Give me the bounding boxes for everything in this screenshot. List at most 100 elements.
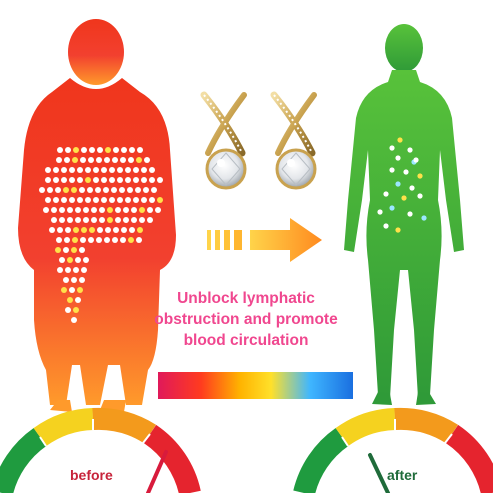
fat-cell-dot — [83, 217, 89, 223]
before-gauge — [0, 407, 201, 496]
fat-cell-dot — [136, 157, 142, 163]
after-gauge-label: after — [387, 467, 418, 483]
fat-cell-dot — [75, 217, 81, 223]
fat-cell-dot — [155, 207, 161, 213]
fat-cell-dot — [69, 287, 75, 293]
fat-cell-dot — [133, 197, 139, 203]
fat-cell-dot — [45, 197, 51, 203]
fat-cell-dot — [119, 187, 125, 193]
fat-cell-dot — [149, 197, 155, 203]
fat-cell-dot — [147, 217, 153, 223]
cleansed-cell-dot — [389, 167, 395, 173]
fat-cell-dot — [93, 197, 99, 203]
cleansed-cell-dot — [417, 193, 423, 199]
fat-cell-dot — [65, 147, 71, 153]
fat-cell-dot — [83, 207, 89, 213]
fat-cell-dot — [69, 197, 75, 203]
fat-cell-dot — [109, 177, 115, 183]
fat-cell-dot — [117, 177, 123, 183]
fat-cell-dot — [111, 187, 117, 193]
fat-cell-dot — [129, 227, 135, 233]
fat-cell-dot — [101, 167, 107, 173]
crystal-earring-icon — [200, 91, 247, 190]
fat-cell-dot — [115, 207, 121, 213]
fat-cell-dot — [88, 237, 94, 243]
fat-cell-dot — [77, 167, 83, 173]
fat-cell-dot — [65, 267, 71, 273]
fat-cell-dot — [112, 157, 118, 163]
fat-cell-dot — [157, 197, 163, 203]
right-arrow-icon — [207, 218, 322, 262]
fat-cell-dot — [56, 157, 62, 163]
fat-cell-dot — [133, 167, 139, 173]
fat-cell-dot — [125, 177, 131, 183]
before-gauge-label: before — [70, 467, 113, 483]
fat-cell-dot — [57, 227, 63, 233]
fat-cell-dot — [139, 217, 145, 223]
cleansed-cell-dot — [389, 145, 395, 151]
fat-cell-dot — [83, 257, 89, 263]
fat-cell-dot — [97, 227, 103, 233]
fat-cell-dot — [101, 177, 107, 183]
cleansed-cell-dot — [383, 191, 389, 197]
cleansed-cell-dot — [403, 169, 409, 175]
fat-cell-dot — [133, 177, 139, 183]
fat-cell-dot — [107, 217, 113, 223]
fat-cell-dot — [61, 197, 67, 203]
fat-cell-dot — [121, 147, 127, 153]
fat-cell-dot — [149, 167, 155, 173]
after-gauge — [293, 407, 493, 496]
cleansed-cell-dots — [377, 137, 427, 233]
fat-cell-dot — [85, 197, 91, 203]
fat-cell-dot — [95, 187, 101, 193]
fat-cell-dot — [45, 177, 51, 183]
fat-cell-dot — [81, 267, 87, 273]
fat-cell-dot — [56, 237, 62, 243]
fat-cell-dot — [53, 177, 59, 183]
fat-cell-dot — [75, 207, 81, 213]
fat-cell-dot — [115, 217, 121, 223]
fat-cell-dot — [65, 227, 71, 233]
fat-cell-dot — [113, 227, 119, 233]
fat-cell-dot — [91, 217, 97, 223]
fat-cell-dot — [147, 207, 153, 213]
fat-cell-dot — [123, 207, 129, 213]
fat-cell-dot — [97, 147, 103, 153]
caption-line-1: Unblock lymphatic — [177, 290, 315, 307]
fat-cell-dot — [80, 157, 86, 163]
fat-cell-dot — [69, 177, 75, 183]
before-gauge-needle — [146, 450, 168, 495]
fat-cell-dot — [128, 157, 134, 163]
fat-cell-dot — [61, 287, 67, 293]
fat-cell-dot — [127, 187, 133, 193]
caption-line-3: blood circulation — [183, 332, 309, 349]
fat-cell-dot — [91, 207, 97, 213]
fat-cell-dot — [89, 227, 95, 233]
fat-cell-dot — [141, 167, 147, 173]
cleansed-cell-dot — [395, 227, 401, 233]
cleansed-cell-dot — [401, 195, 407, 201]
fat-cell-dot — [59, 207, 65, 213]
fat-cell-dot — [120, 237, 126, 243]
fat-cell-dot — [63, 187, 69, 193]
fat-cell-dot — [59, 217, 65, 223]
fat-cell-dot — [73, 147, 79, 153]
fat-cell-dot — [81, 227, 87, 233]
fat-cell-dot — [61, 177, 67, 183]
after-gauge-needle — [368, 453, 390, 495]
fat-cell-dots — [39, 147, 163, 323]
fat-cell-dot — [157, 177, 163, 183]
cleansed-cell-dot — [395, 181, 401, 187]
fat-cell-dot — [101, 197, 107, 203]
color-spectrum-bar — [158, 372, 353, 399]
fat-cell-dot — [105, 147, 111, 153]
fat-cell-dot — [77, 177, 83, 183]
fat-cell-dot — [149, 177, 155, 183]
fat-cell-dot — [71, 277, 77, 283]
fat-cell-dot — [137, 227, 143, 233]
fat-cell-dot — [123, 217, 129, 223]
fat-cell-dot — [117, 167, 123, 173]
fat-cell-dot — [77, 287, 83, 293]
